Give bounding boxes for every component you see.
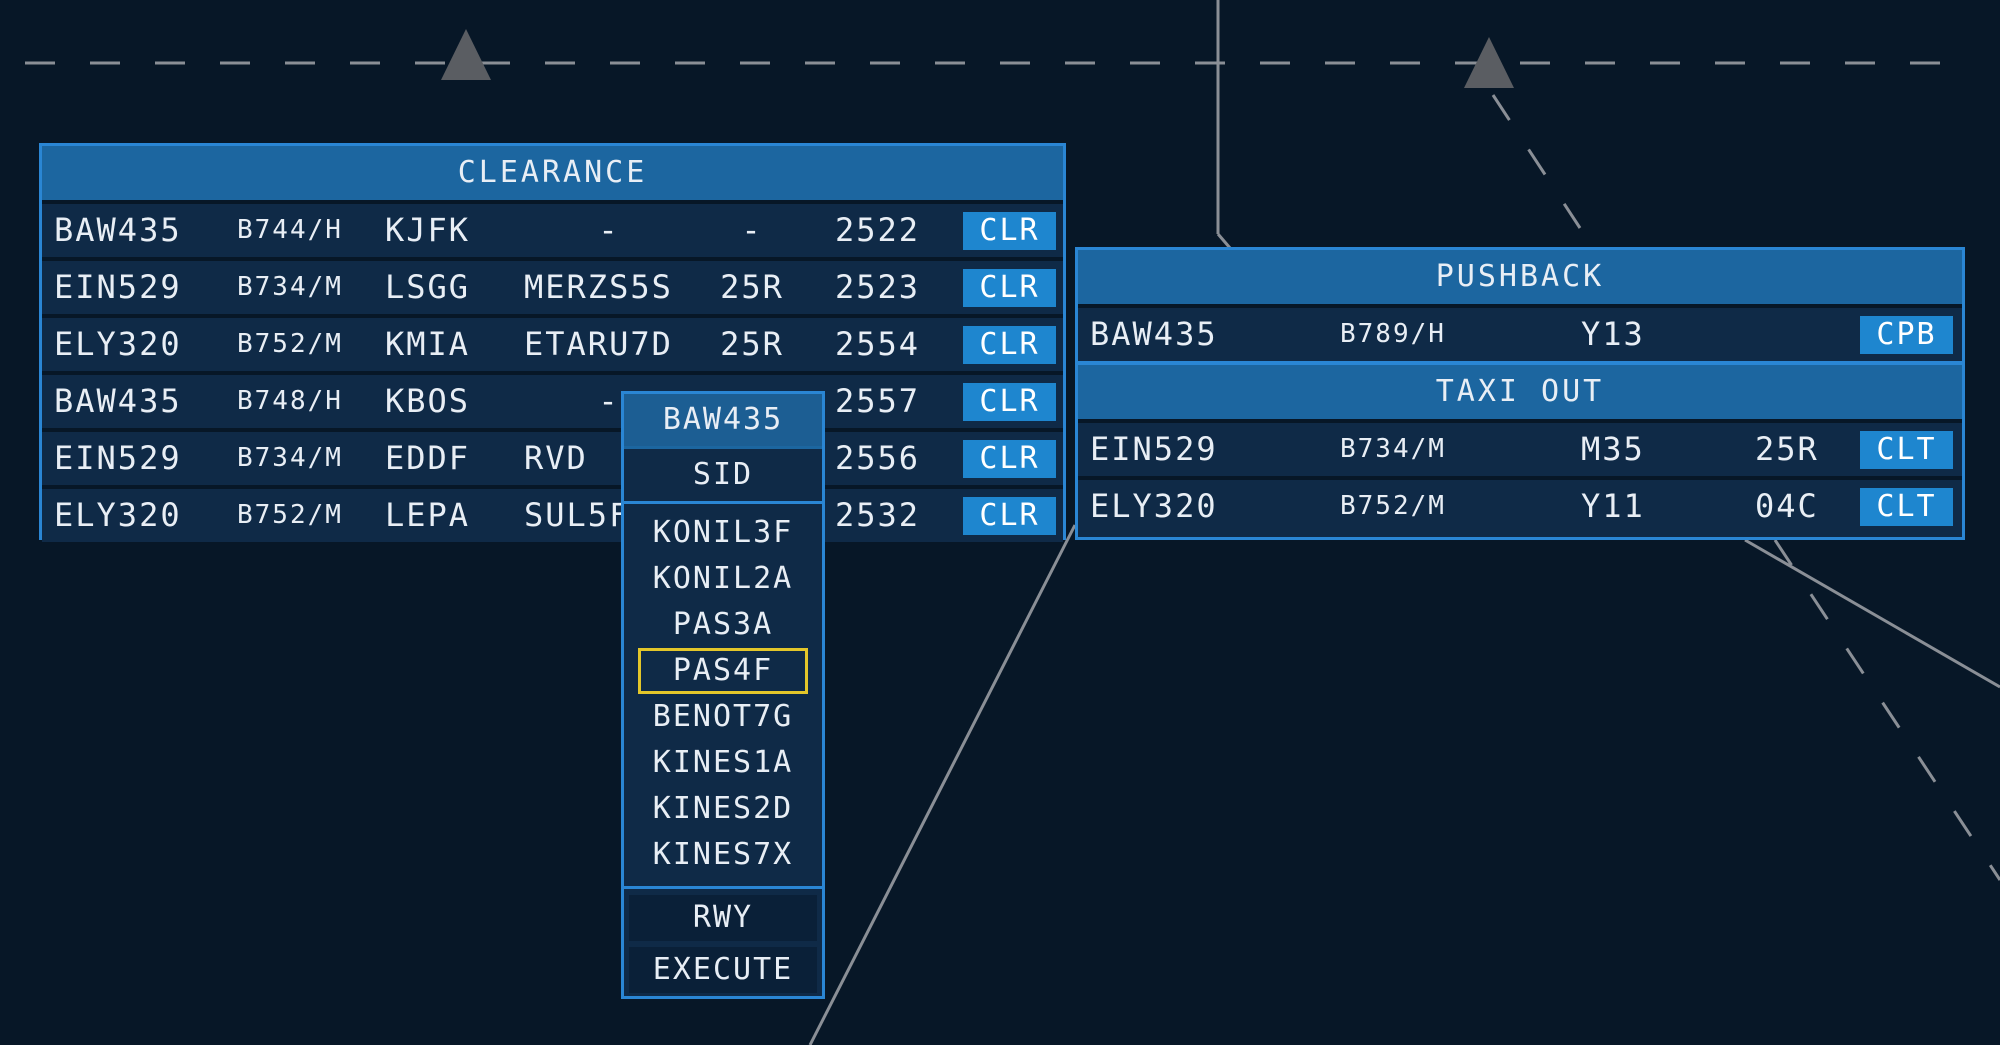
callsign: EIN529	[54, 268, 182, 306]
callsign: BAW435	[54, 211, 182, 249]
taxiway-dashed-line	[1491, 94, 1582, 229]
taxiway-dashed-line	[1773, 539, 2000, 881]
sid[interactable]: -	[598, 382, 620, 420]
callsign: EIN529	[54, 439, 182, 477]
taxiway-line	[1216, 233, 1232, 249]
runway[interactable]: -	[741, 211, 763, 249]
popup-callsign: BAW435	[624, 394, 822, 446]
cpb-button[interactable]: CPB	[1860, 316, 1953, 354]
taxi-row[interactable]: EIN529 B734/M M35 25R CLT	[1078, 419, 1962, 476]
clearance-row[interactable]: BAW435 B744/H KJFK - - 2522 CLR	[42, 200, 1063, 257]
sid[interactable]: SUL5F	[524, 496, 631, 534]
runway[interactable]: 25R	[720, 268, 784, 306]
sid-option[interactable]: PAS3A	[672, 607, 774, 642]
aircraft-type: B748/H	[237, 386, 343, 416]
aircraft-type: B752/M	[237, 500, 343, 530]
aircraft-type: B752/M	[237, 329, 343, 359]
aircraft-type: B734/M	[1340, 434, 1446, 464]
callsign: EIN529	[1090, 430, 1218, 468]
clr-button[interactable]: CLR	[963, 440, 1056, 478]
runway: 04C	[1755, 487, 1819, 525]
squawk: 2523	[835, 268, 921, 306]
clt-button[interactable]: CLT	[1860, 431, 1953, 469]
callsign: BAW435	[1090, 315, 1218, 353]
stand: M35	[1581, 430, 1645, 468]
sid-option[interactable]: KINES1A	[652, 745, 794, 780]
popup-sid-label: SID	[624, 446, 822, 504]
sid[interactable]: -	[598, 211, 620, 249]
destination: KMIA	[385, 325, 471, 363]
runway[interactable]: 25R	[720, 325, 784, 363]
callsign: BAW435	[54, 382, 182, 420]
stand: Y13	[1581, 315, 1645, 353]
clr-button[interactable]: CLR	[963, 497, 1056, 535]
sid-option[interactable]: KINES2D	[652, 791, 794, 826]
sid-option[interactable]: KONIL3F	[652, 515, 794, 550]
destination: EDDF	[385, 439, 471, 477]
clearance-title: CLEARANCE	[42, 146, 1063, 200]
squawk: 2554	[835, 325, 921, 363]
clearance-row[interactable]: ELY320 B752/M KMIA ETARU7D 25R 2554 CLR	[42, 314, 1063, 371]
squawk: 2557	[835, 382, 921, 420]
stand: Y11	[1581, 487, 1645, 525]
taxiway-line	[1744, 538, 2000, 689]
destination: KBOS	[385, 382, 471, 420]
squawk: 2532	[835, 496, 921, 534]
pushback-title: PUSHBACK	[1078, 250, 1962, 304]
taxiway-line	[808, 524, 1077, 1045]
sid-option[interactable]: PAS4F	[638, 648, 808, 694]
squawk: 2556	[835, 439, 921, 477]
aircraft-type: B744/H	[237, 215, 343, 245]
sid-option[interactable]: KINES7X	[652, 837, 794, 872]
clearance-row[interactable]: ELY320 B752/M LEPA SUL5F 2532 CLR	[42, 485, 1063, 542]
aircraft-type: B734/M	[237, 272, 343, 302]
clearance-row[interactable]: EIN529 B734/M EDDF RVD 2556 CLR	[42, 428, 1063, 485]
clr-button[interactable]: CLR	[963, 326, 1056, 364]
clr-button[interactable]: CLR	[963, 269, 1056, 307]
destination: KJFK	[385, 211, 471, 249]
execute-button[interactable]: EXECUTE	[629, 947, 817, 993]
clr-button[interactable]: CLR	[963, 212, 1056, 250]
clearance-row[interactable]: BAW435 B748/H KBOS - 2557 CLR	[42, 371, 1063, 428]
clr-button[interactable]: CLR	[963, 383, 1056, 421]
aircraft-type: B734/M	[237, 443, 343, 473]
pushback-row[interactable]: BAW435 B789/H Y13 CPB	[1078, 304, 1962, 361]
aircraft-type: B789/H	[1340, 319, 1446, 349]
destination: LEPA	[385, 496, 471, 534]
callsign: ELY320	[54, 496, 182, 534]
callsign: ELY320	[54, 325, 182, 363]
pushback-taxi-panel: PUSHBACK BAW435 B789/H Y13 CPB TAXI OUT EIN…	[1075, 247, 1965, 540]
sid[interactable]: RVD	[524, 439, 588, 477]
destination: LSGG	[385, 268, 471, 306]
aircraft-type: B752/M	[1340, 491, 1446, 521]
taxi-out-title: TAXI OUT	[1078, 361, 1962, 419]
sid-option[interactable]: BENOT7G	[652, 699, 794, 734]
clearance-row[interactable]: EIN529 B734/M LSGG MERZS5S 25R 2523 CLR	[42, 257, 1063, 314]
squawk: 2522	[835, 211, 921, 249]
aircraft-marker-icon	[441, 29, 491, 80]
taxi-row[interactable]: ELY320 B752/M Y11 04C CLT	[1078, 476, 1962, 533]
rwy-button[interactable]: RWY	[629, 895, 817, 941]
aircraft-marker-icon	[1464, 37, 1514, 88]
clt-button[interactable]: CLT	[1860, 488, 1953, 526]
sid-option[interactable]: KONIL2A	[652, 561, 794, 596]
runway: 25R	[1755, 430, 1819, 468]
sid[interactable]: ETARU7D	[524, 325, 673, 363]
sid[interactable]: MERZS5S	[524, 268, 673, 306]
sid-popup: BAW435 SID KONIL3F KONIL2A PAS3A PAS4F BENOT…	[621, 391, 825, 999]
callsign: ELY320	[1090, 487, 1218, 525]
